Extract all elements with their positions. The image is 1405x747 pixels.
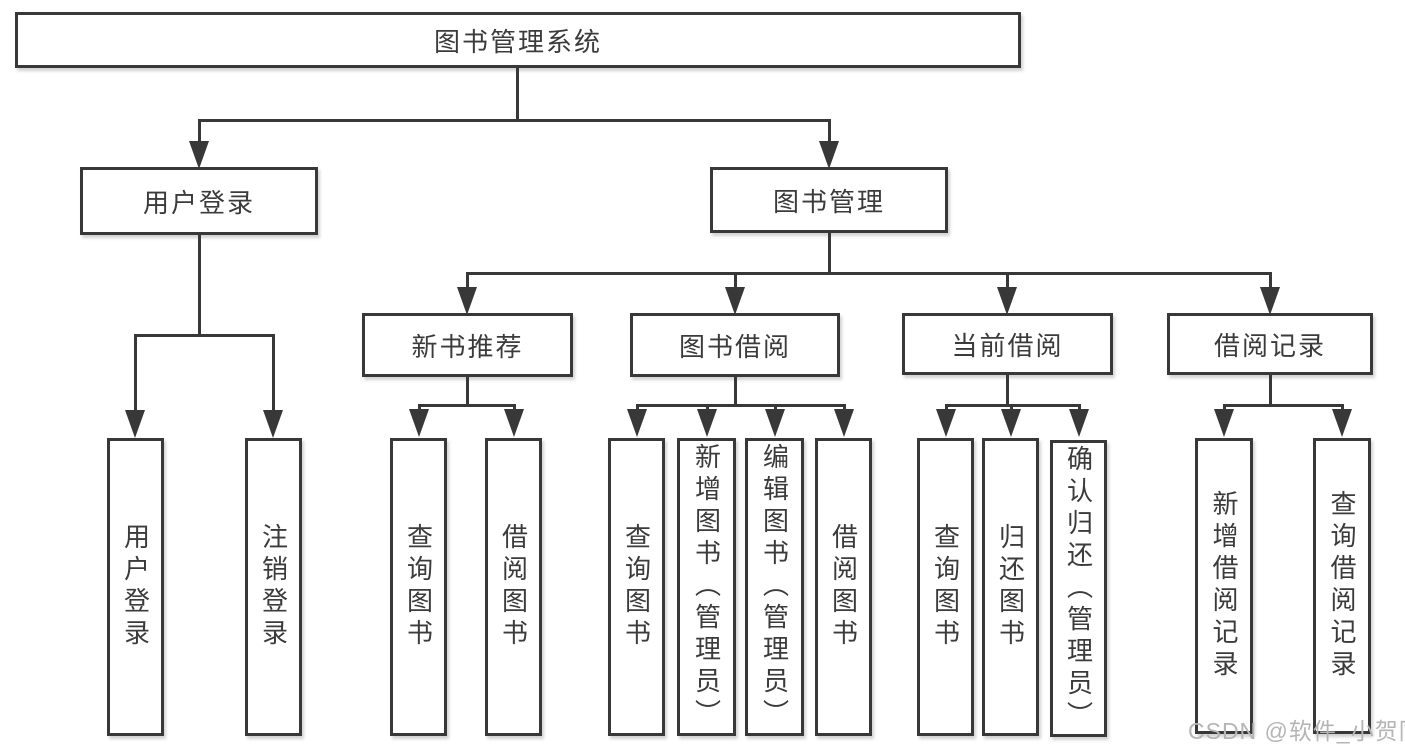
- leaf-confirm-return-admin: 确认归还（管理员）: [1050, 440, 1107, 737]
- connector-user-login-stub: [198, 233, 201, 336]
- connector-level3-stem: [1269, 272, 1272, 292]
- connector-borrow-records-rail: [1224, 404, 1343, 407]
- csdn-watermark: CSDN @软件_小贺同学: [1188, 718, 1405, 744]
- connector-current-borrow-rail: [946, 404, 1080, 407]
- node-new-book-recommend-label: 新书推荐: [411, 331, 524, 362]
- leaf-add-books-admin-label: 新增图书（管理员）: [691, 443, 722, 731]
- arrow-down-icon: [125, 410, 145, 438]
- arrow-down-icon: [936, 409, 956, 437]
- leaf-confirm-return-admin-label: 确认归还（管理员）: [1063, 444, 1094, 733]
- leaf-add-borrow-record-label: 新增借阅记录: [1209, 490, 1239, 682]
- connector-borrow-records-stub: [1269, 373, 1272, 407]
- node-borrow-records: 借阅记录: [1167, 313, 1373, 375]
- leaf-edit-books-admin-label: 编辑图书（管理员）: [759, 443, 790, 731]
- arrow-down-icon: [1332, 409, 1352, 437]
- node-book-management-label: 图书管理: [772, 186, 885, 217]
- arrow-down-icon: [765, 409, 785, 437]
- node-user-login-label: 用户登录: [142, 187, 255, 218]
- arrow-down-icon: [457, 287, 477, 315]
- arrow-down-icon: [627, 409, 647, 437]
- node-current-borrow: 当前借阅: [902, 313, 1113, 375]
- leaf-query-books-recommend-label: 查询图书: [403, 523, 434, 651]
- node-user-login: 用户登录: [80, 167, 318, 235]
- connector-level3-stem: [734, 272, 737, 292]
- leaf-logout: 注销登录: [245, 438, 302, 736]
- arrow-down-icon: [819, 141, 839, 169]
- arrow-down-icon: [409, 409, 429, 437]
- arrow-down-icon: [997, 287, 1017, 315]
- connector-book-borrow-stub: [734, 375, 737, 407]
- connector-new-books-rail: [419, 404, 515, 407]
- connector-root-stub: [516, 66, 519, 120]
- arrow-down-icon: [1260, 287, 1280, 315]
- node-book-management: 图书管理: [710, 167, 948, 233]
- leaf-query-books-recommend: 查询图书: [390, 438, 447, 736]
- connector-leaf-stem: [134, 334, 137, 414]
- node-current-borrow-label: 当前借阅: [951, 330, 1064, 361]
- arrow-down-icon: [189, 141, 209, 169]
- connector-level2-rail: [198, 119, 831, 122]
- connector-current-borrow-stub: [1006, 373, 1009, 407]
- leaf-borrow-books-recommend-label: 借阅图书: [498, 523, 529, 651]
- arrow-down-icon: [263, 410, 283, 438]
- node-book-borrow-label: 图书借阅: [678, 331, 791, 362]
- arrow-down-icon: [1214, 409, 1234, 437]
- connector-level3-stem: [466, 272, 469, 292]
- leaf-return-books: 归还图书: [982, 438, 1039, 736]
- leaf-query-books-borrow-label: 查询图书: [621, 523, 652, 651]
- leaf-return-books-label: 归还图书: [995, 523, 1026, 651]
- leaf-user-login-label: 用户登录: [120, 523, 151, 651]
- arrow-down-icon: [725, 287, 745, 315]
- connector-new-books-stub: [466, 375, 469, 407]
- node-book-borrow: 图书借阅: [630, 313, 840, 377]
- connector-book-mgmt-stem: [828, 119, 831, 146]
- connector-book-mgmt-stub: [828, 231, 831, 275]
- connector-level3-rail: [467, 272, 1271, 275]
- leaf-query-books-borrow: 查询图书: [608, 438, 665, 736]
- node-borrow-records-label: 借阅记录: [1213, 330, 1326, 361]
- node-root-label: 图书管理系统: [433, 26, 602, 57]
- leaf-add-borrow-record: 新增借阅记录: [1195, 438, 1253, 734]
- arrow-down-icon: [504, 409, 524, 437]
- connector-book-borrow-rail: [637, 404, 845, 407]
- node-root: 图书管理系统: [15, 12, 1021, 68]
- leaf-add-books-admin: 新增图书（管理员）: [677, 438, 736, 736]
- leaf-query-borrow-record: 查询借阅记录: [1313, 438, 1371, 734]
- leaf-edit-books-admin: 编辑图书（管理员）: [745, 438, 804, 736]
- leaf-query-books-current: 查询图书: [917, 438, 974, 736]
- leaf-borrow-books-recommend: 借阅图书: [485, 438, 542, 736]
- leaf-query-borrow-record-label: 查询借阅记录: [1327, 490, 1357, 682]
- arrow-down-icon: [697, 409, 717, 437]
- node-new-book-recommend: 新书推荐: [362, 313, 573, 377]
- arrow-down-icon: [834, 409, 854, 437]
- leaf-logout-label: 注销登录: [258, 523, 289, 651]
- connector-user-login-rail: [134, 334, 275, 337]
- connector-leaf-stem: [272, 334, 275, 414]
- arrow-down-icon: [1069, 409, 1089, 437]
- arrow-down-icon: [1001, 409, 1021, 437]
- leaf-query-books-current-label: 查询图书: [930, 523, 961, 651]
- connector-level3-stem: [1006, 272, 1009, 292]
- leaf-borrow-books: 借阅图书: [815, 438, 872, 736]
- leaf-borrow-books-label: 借阅图书: [828, 523, 859, 651]
- leaf-user-login: 用户登录: [107, 438, 164, 736]
- connector-user-login-stem: [198, 119, 201, 146]
